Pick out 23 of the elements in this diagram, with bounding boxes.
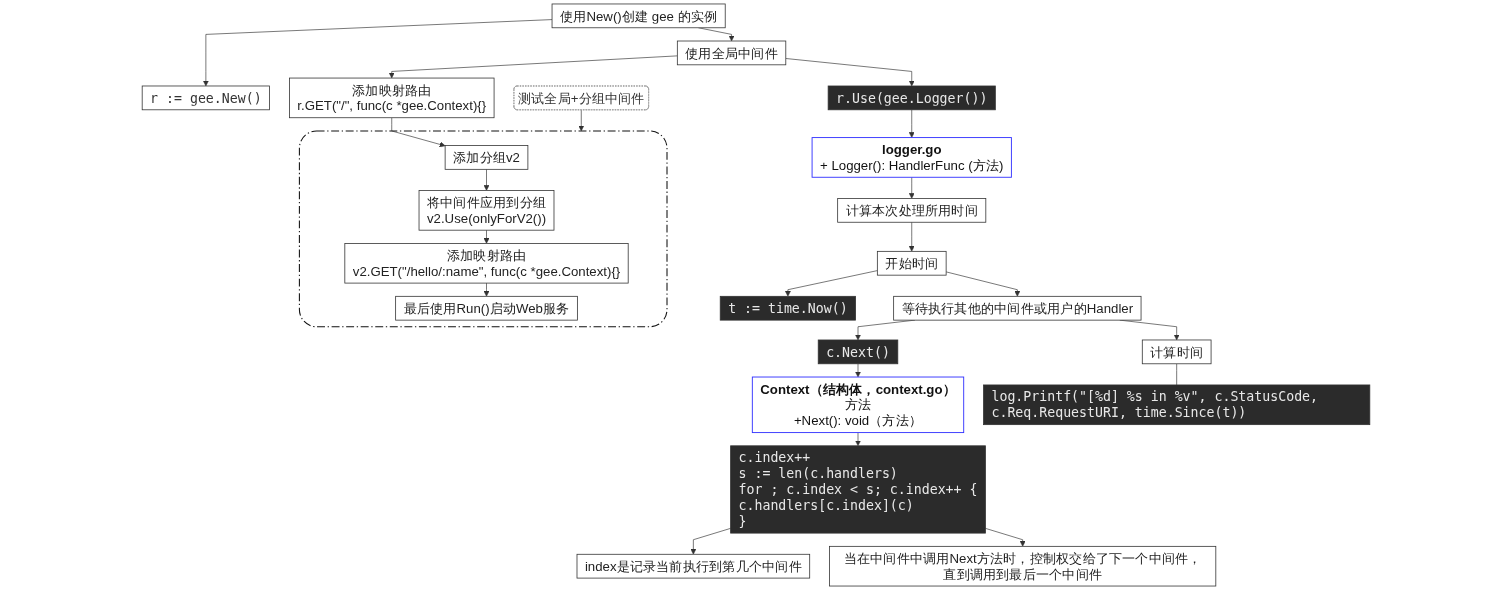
node-box: 计算本次处理所用时间 [837, 198, 987, 223]
connector [1176, 363, 1177, 386]
node-box: log.Printf("[%d] %s in %v", c.StatusCode, c.Req.RequestURI, time.Since(t)) [983, 384, 1371, 426]
node-box: logger.go + Logger(): HandlerFunc (方法) [811, 137, 1012, 178]
node-box: 使用New()创建 gee 的实例 [551, 3, 726, 29]
node-box: c.Next() [817, 339, 899, 365]
node-box: r := gee.New() [141, 85, 270, 111]
node-box: 使用全局中间件 [676, 40, 787, 66]
node-box: 添加映射路由 v2.GET("/hello/:name", func(c *gee.Context){} [344, 243, 629, 284]
node-box: 计算时间 [1141, 339, 1212, 365]
node-box: 添加分组v2 [444, 145, 529, 170]
node-box: c.index++ s := len(c.handlers) for ; c.index < s; c.index++ { c.handlers[c.index](c) } [730, 445, 986, 534]
node-box: index是记录当前执行到第几个中间件 [576, 553, 811, 579]
cluster [298, 130, 668, 328]
node-box: 开始时间 [876, 250, 947, 276]
node-box: 当在中间件中调用Next方法时，控制权交给了下一个中间件，直到调用到最后一个中间件 [829, 545, 1217, 587]
node-box: 添加映射路由 r.GET("/", func(c *gee.Context){} [289, 77, 495, 119]
node-box: Context（结构体，context.go） 方法 +Next(): void（方法） [751, 376, 965, 434]
node-box: r.Use(gee.Logger()) [827, 85, 996, 111]
node-box: 等待执行其他的中间件或用户的Handler [893, 295, 1142, 321]
node-box: 将中间件应用到分组 v2.Use(onlyForV2()) [418, 190, 555, 231]
node-box: 最后使用Run()启动Web服务 [395, 295, 578, 321]
node-box: t := time.Now() [719, 295, 856, 321]
